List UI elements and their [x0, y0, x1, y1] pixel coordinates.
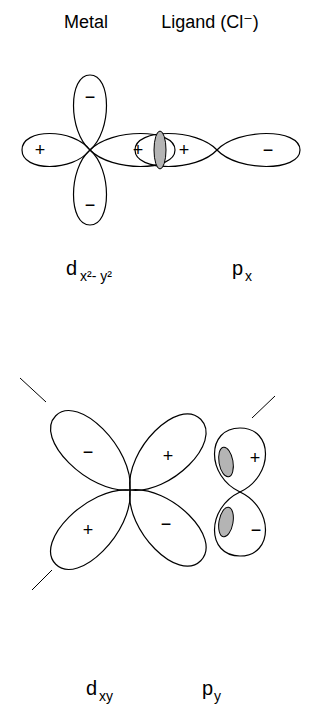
orbital-name: p — [232, 258, 243, 278]
orbital-lobe — [113, 473, 218, 578]
phase-sign: + — [35, 141, 46, 159]
orbital-subscript: x — [245, 269, 252, 283]
phase-sign: + — [179, 141, 190, 159]
orbital-lobe — [74, 150, 107, 225]
axis-line — [252, 396, 275, 418]
overlap-region — [217, 446, 236, 478]
axis-line — [20, 378, 46, 402]
phase-sign: − — [251, 521, 262, 539]
phase-sign: + — [133, 141, 144, 159]
orbital-lobe — [215, 428, 266, 492]
orbital-subscript: y — [214, 689, 221, 703]
phase-sign: − — [85, 196, 96, 214]
column-heading: Metal — [64, 13, 108, 31]
orbital-lobe — [39, 399, 147, 507]
phase-sign: − — [83, 443, 94, 461]
orbital-lobe — [39, 473, 147, 581]
orbital-lobe — [217, 134, 300, 167]
orbital-lobe — [215, 492, 266, 556]
orbital-lobe — [22, 134, 90, 167]
orbital-lobe — [74, 75, 107, 150]
phase-sign: + — [163, 447, 174, 465]
orbital-subscript: x²- y² — [80, 269, 112, 283]
orbital-name: d — [66, 258, 77, 278]
orbital-lobe — [135, 134, 217, 167]
phase-sign: − — [263, 141, 274, 159]
orbital-lobe — [113, 402, 218, 507]
phase-sign: + — [83, 521, 94, 539]
orbital-name: p — [202, 678, 213, 698]
phase-sign: + — [250, 449, 261, 467]
overlap-region — [217, 506, 236, 538]
overlap-region — [154, 131, 166, 169]
orbital-subscript: xy — [99, 689, 113, 703]
column-heading: Ligand (Cl⁻) — [161, 13, 259, 31]
orbital-name: d — [86, 678, 97, 698]
axis-line — [32, 570, 52, 590]
phase-sign: − — [85, 88, 96, 106]
phase-sign: − — [161, 515, 172, 533]
